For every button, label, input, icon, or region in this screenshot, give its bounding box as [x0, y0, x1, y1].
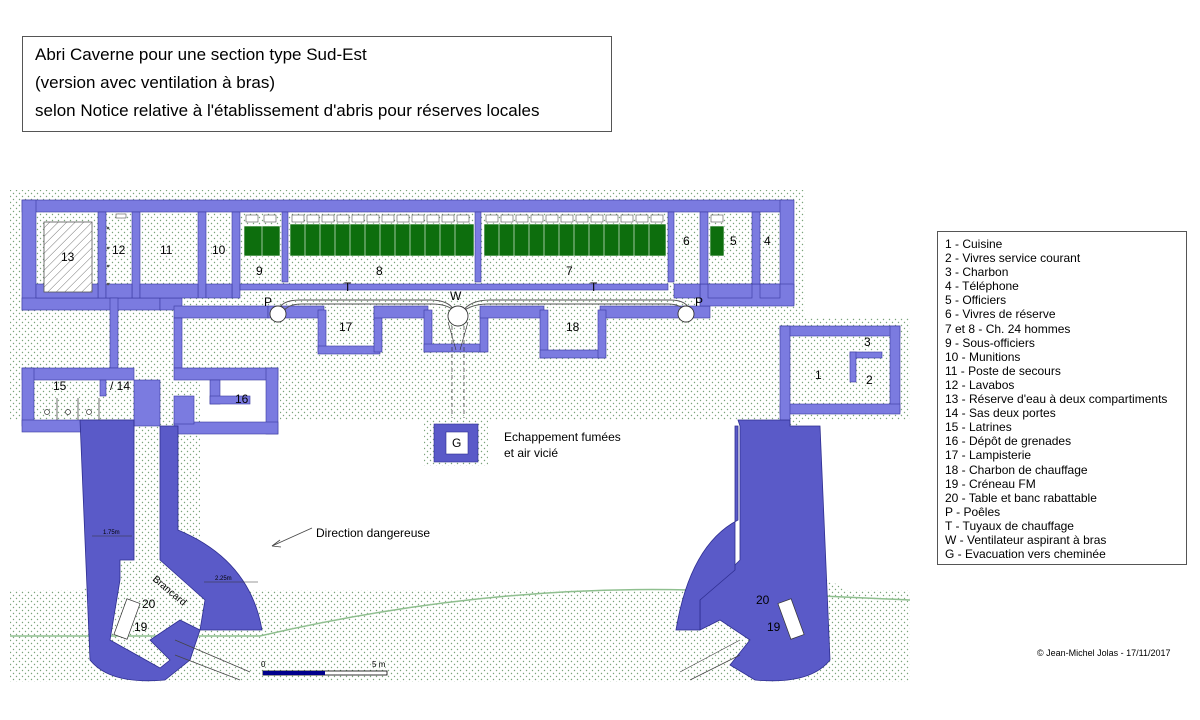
bunk-pillows [245, 214, 724, 223]
room-label-2: 2 [866, 373, 873, 387]
title-line-2: (version avec ventilation à bras) [35, 73, 276, 92]
room-label-19-right: 19 [767, 620, 781, 634]
exhaust-label-1: Echappement fumées [504, 430, 621, 444]
exhaust-label-2: et air vicié [504, 446, 558, 460]
room-label-18: 18 [566, 320, 580, 334]
legend-item: T - Tuyaux de chauffage [945, 518, 1074, 533]
room-label-5: 5 [730, 234, 737, 248]
legend-item: 10 - Munitions [945, 349, 1021, 364]
bunk-group [243, 223, 725, 257]
bunk-dividers [261, 224, 650, 256]
scale-end-label: 5 m [372, 660, 386, 669]
legend-item: G - Evacuation vers cheminée [945, 547, 1106, 562]
stretcher-label: Brancard [150, 574, 188, 609]
legend-item: 16 - Dépôt de grenades [945, 434, 1072, 449]
legend-item: 14 - Sas deux portes [945, 406, 1056, 421]
exhaust-duct [451, 326, 465, 432]
legend-item: 13 - Réserve d'eau à deux compartiments [945, 392, 1168, 407]
fm-fittings [113, 598, 805, 640]
ventilator-label: W [450, 289, 462, 303]
copyright-credit: © Jean-Michel Jolas - 17/11/2017 [1037, 648, 1171, 658]
legend-item: P - Poêles [945, 504, 1001, 519]
legend-item: 2 - Vivres service courant [945, 251, 1081, 266]
room-label-4: 4 [764, 234, 771, 248]
room-label-16: 16 [235, 392, 249, 406]
pipe-label-left: T [344, 280, 352, 294]
room-label-14: / 14 [110, 379, 130, 393]
ventilator-icon [447, 305, 469, 327]
title-line-1: Abri Caverne pour une section type Sud-E… [35, 45, 367, 64]
legend-item: 1 - Cuisine [945, 237, 1003, 251]
room-label-7: 7 [566, 264, 573, 278]
chimney-opening [445, 431, 469, 455]
exhaust-cone [447, 321, 469, 351]
legend-item: 19 - Créneau FM [945, 476, 1036, 491]
room-label-17: 17 [339, 320, 353, 334]
room-label-8: 8 [376, 264, 383, 278]
room-label-10: 10 [212, 243, 226, 257]
ground-line [10, 588, 911, 637]
room-label-11: 11 [160, 243, 173, 257]
room-label-20-left: 20 [142, 597, 156, 611]
room-label-12: 12 [112, 243, 126, 257]
legend-item: 20 - Table et banc rabattable [945, 490, 1097, 505]
pipe-label-right: T [590, 280, 598, 294]
room-label-6: 6 [683, 234, 690, 248]
direction-arrow [271, 527, 313, 548]
right-casemate-front [675, 425, 739, 631]
chimney-label: G [452, 436, 461, 450]
lavabo-fixtures [106, 213, 127, 286]
room-label-9: 9 [256, 264, 263, 278]
scale-start-label: 0 [261, 660, 266, 669]
room-label-15: 15 [53, 379, 67, 393]
room-label-19-left: 19 [134, 620, 148, 634]
dimension-lines [92, 535, 258, 583]
latrine-seats [44, 409, 92, 415]
room-label-20-right: 20 [756, 593, 770, 607]
title-line-3: selon Notice relative à l'établissement … [35, 101, 540, 120]
dimension-label-1: 1.75m [103, 530, 120, 536]
legend-item: 17 - Lampisterie [945, 448, 1032, 463]
wall-structure [21, 199, 901, 435]
legend-item: 3 - Charbon [945, 265, 1009, 280]
scale-bar [262, 670, 388, 676]
room-label-1: 1 [815, 368, 822, 382]
legend-item: 4 - Téléphone [945, 279, 1019, 294]
legend-item: 9 - Sous-officiers [945, 335, 1035, 350]
stove-right [677, 305, 695, 323]
legend-item: 7 et 8 - Ch. 24 hommes [945, 321, 1071, 336]
dimension-label-2: 2.25m [215, 576, 232, 582]
title-box: Abri Caverne pour une section type Sud-E… [22, 36, 612, 132]
legend-item: 6 - Vivres de réserve [945, 307, 1056, 322]
stove-label-left: P [264, 295, 272, 309]
latrine-dividers [56, 398, 100, 420]
legend-item: 11 - Poste de secours [945, 363, 1061, 378]
water-tank [43, 221, 93, 293]
room-label-3: 3 [864, 335, 871, 349]
legend-box: 1 - Cuisine 2 - Vivres service courant 3… [937, 231, 1187, 565]
legend-item: W - Ventilateur aspirant à bras [945, 532, 1107, 547]
stove-label-right: P [695, 295, 703, 309]
direction-label: Direction dangereuse [316, 526, 430, 540]
stove-left [269, 305, 287, 323]
legend-item: 15 - Latrines [945, 420, 1012, 435]
left-casemate [79, 419, 263, 682]
room-label-13: 13 [61, 250, 75, 264]
legend-item: 12 - Lavabos [945, 377, 1015, 392]
legend-item: 18 - Charbon de chauffage [945, 462, 1088, 477]
firing-lines [174, 639, 741, 681]
legend-item: 5 - Officiers [945, 293, 1007, 308]
